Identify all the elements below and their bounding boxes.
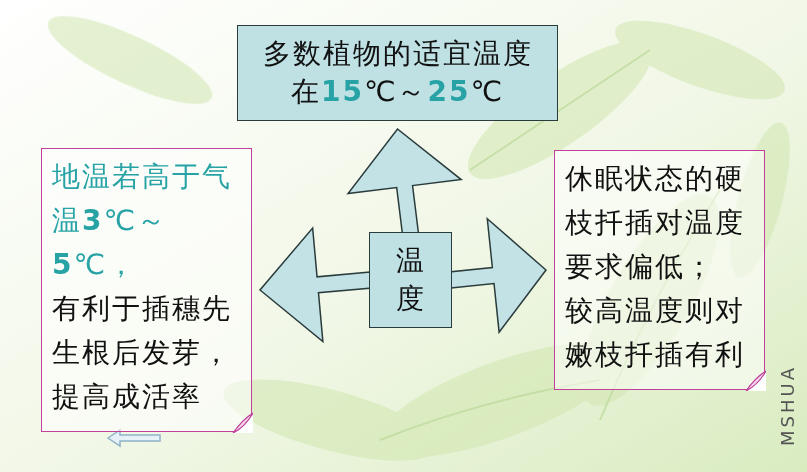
corner-fold: [746, 371, 766, 391]
corner-cover: [233, 413, 253, 433]
title-box: 多数植物的适宜温度在15℃～25℃: [237, 25, 558, 121]
folded-corner: [744, 369, 766, 391]
text-run: ℃，: [73, 248, 136, 281]
block-arrow: [348, 129, 461, 235]
text-run: ℃: [470, 75, 503, 108]
text-run: 15: [321, 75, 364, 108]
corner-fold: [233, 413, 253, 433]
text-run: 休眠状态的硬枝扦插对温度要求偏低；: [565, 162, 745, 283]
note-card: 地温若高于气温3℃～5℃，有利于插穗先生根后发芽，提高成活率: [41, 148, 252, 432]
note-text: 休眠状态的硬枝扦插对温度要求偏低；: [565, 157, 754, 289]
corner-cover: [746, 371, 766, 391]
text-run: 较高温度则对嫩枝扦插有利: [565, 294, 745, 371]
note-text: 较高温度则对嫩枝扦插有利: [565, 289, 754, 377]
box-text: 多数植物的适宜温度在15℃～25℃: [252, 35, 543, 111]
text-run: ℃～: [103, 204, 166, 237]
text-run: 3: [82, 204, 103, 237]
text-run: 5: [52, 248, 73, 281]
text-run: 有利于插穗先生根后发芽，提高成活率: [52, 292, 232, 413]
note-text: 有利于插穗先生根后发芽，提高成活率: [52, 287, 241, 419]
block-arrow: [260, 228, 372, 342]
folded-corner: [231, 411, 253, 433]
text-run: ℃～: [364, 75, 427, 108]
center-box: 温度: [369, 232, 452, 328]
box-text: 温度: [384, 242, 437, 318]
text-run: 温度: [396, 244, 426, 315]
watermark: MSHUA: [776, 365, 797, 446]
note-card: 休眠状态的硬枝扦插对温度要求偏低； 较高温度则对嫩枝扦插有利: [554, 150, 765, 390]
leaves: [38, 0, 802, 472]
back-arrow-icon: [108, 430, 160, 446]
block-arrow: [449, 219, 546, 332]
note-text: 地温若高于气温3℃～5℃，: [52, 155, 241, 287]
text-run: 25: [428, 75, 471, 108]
